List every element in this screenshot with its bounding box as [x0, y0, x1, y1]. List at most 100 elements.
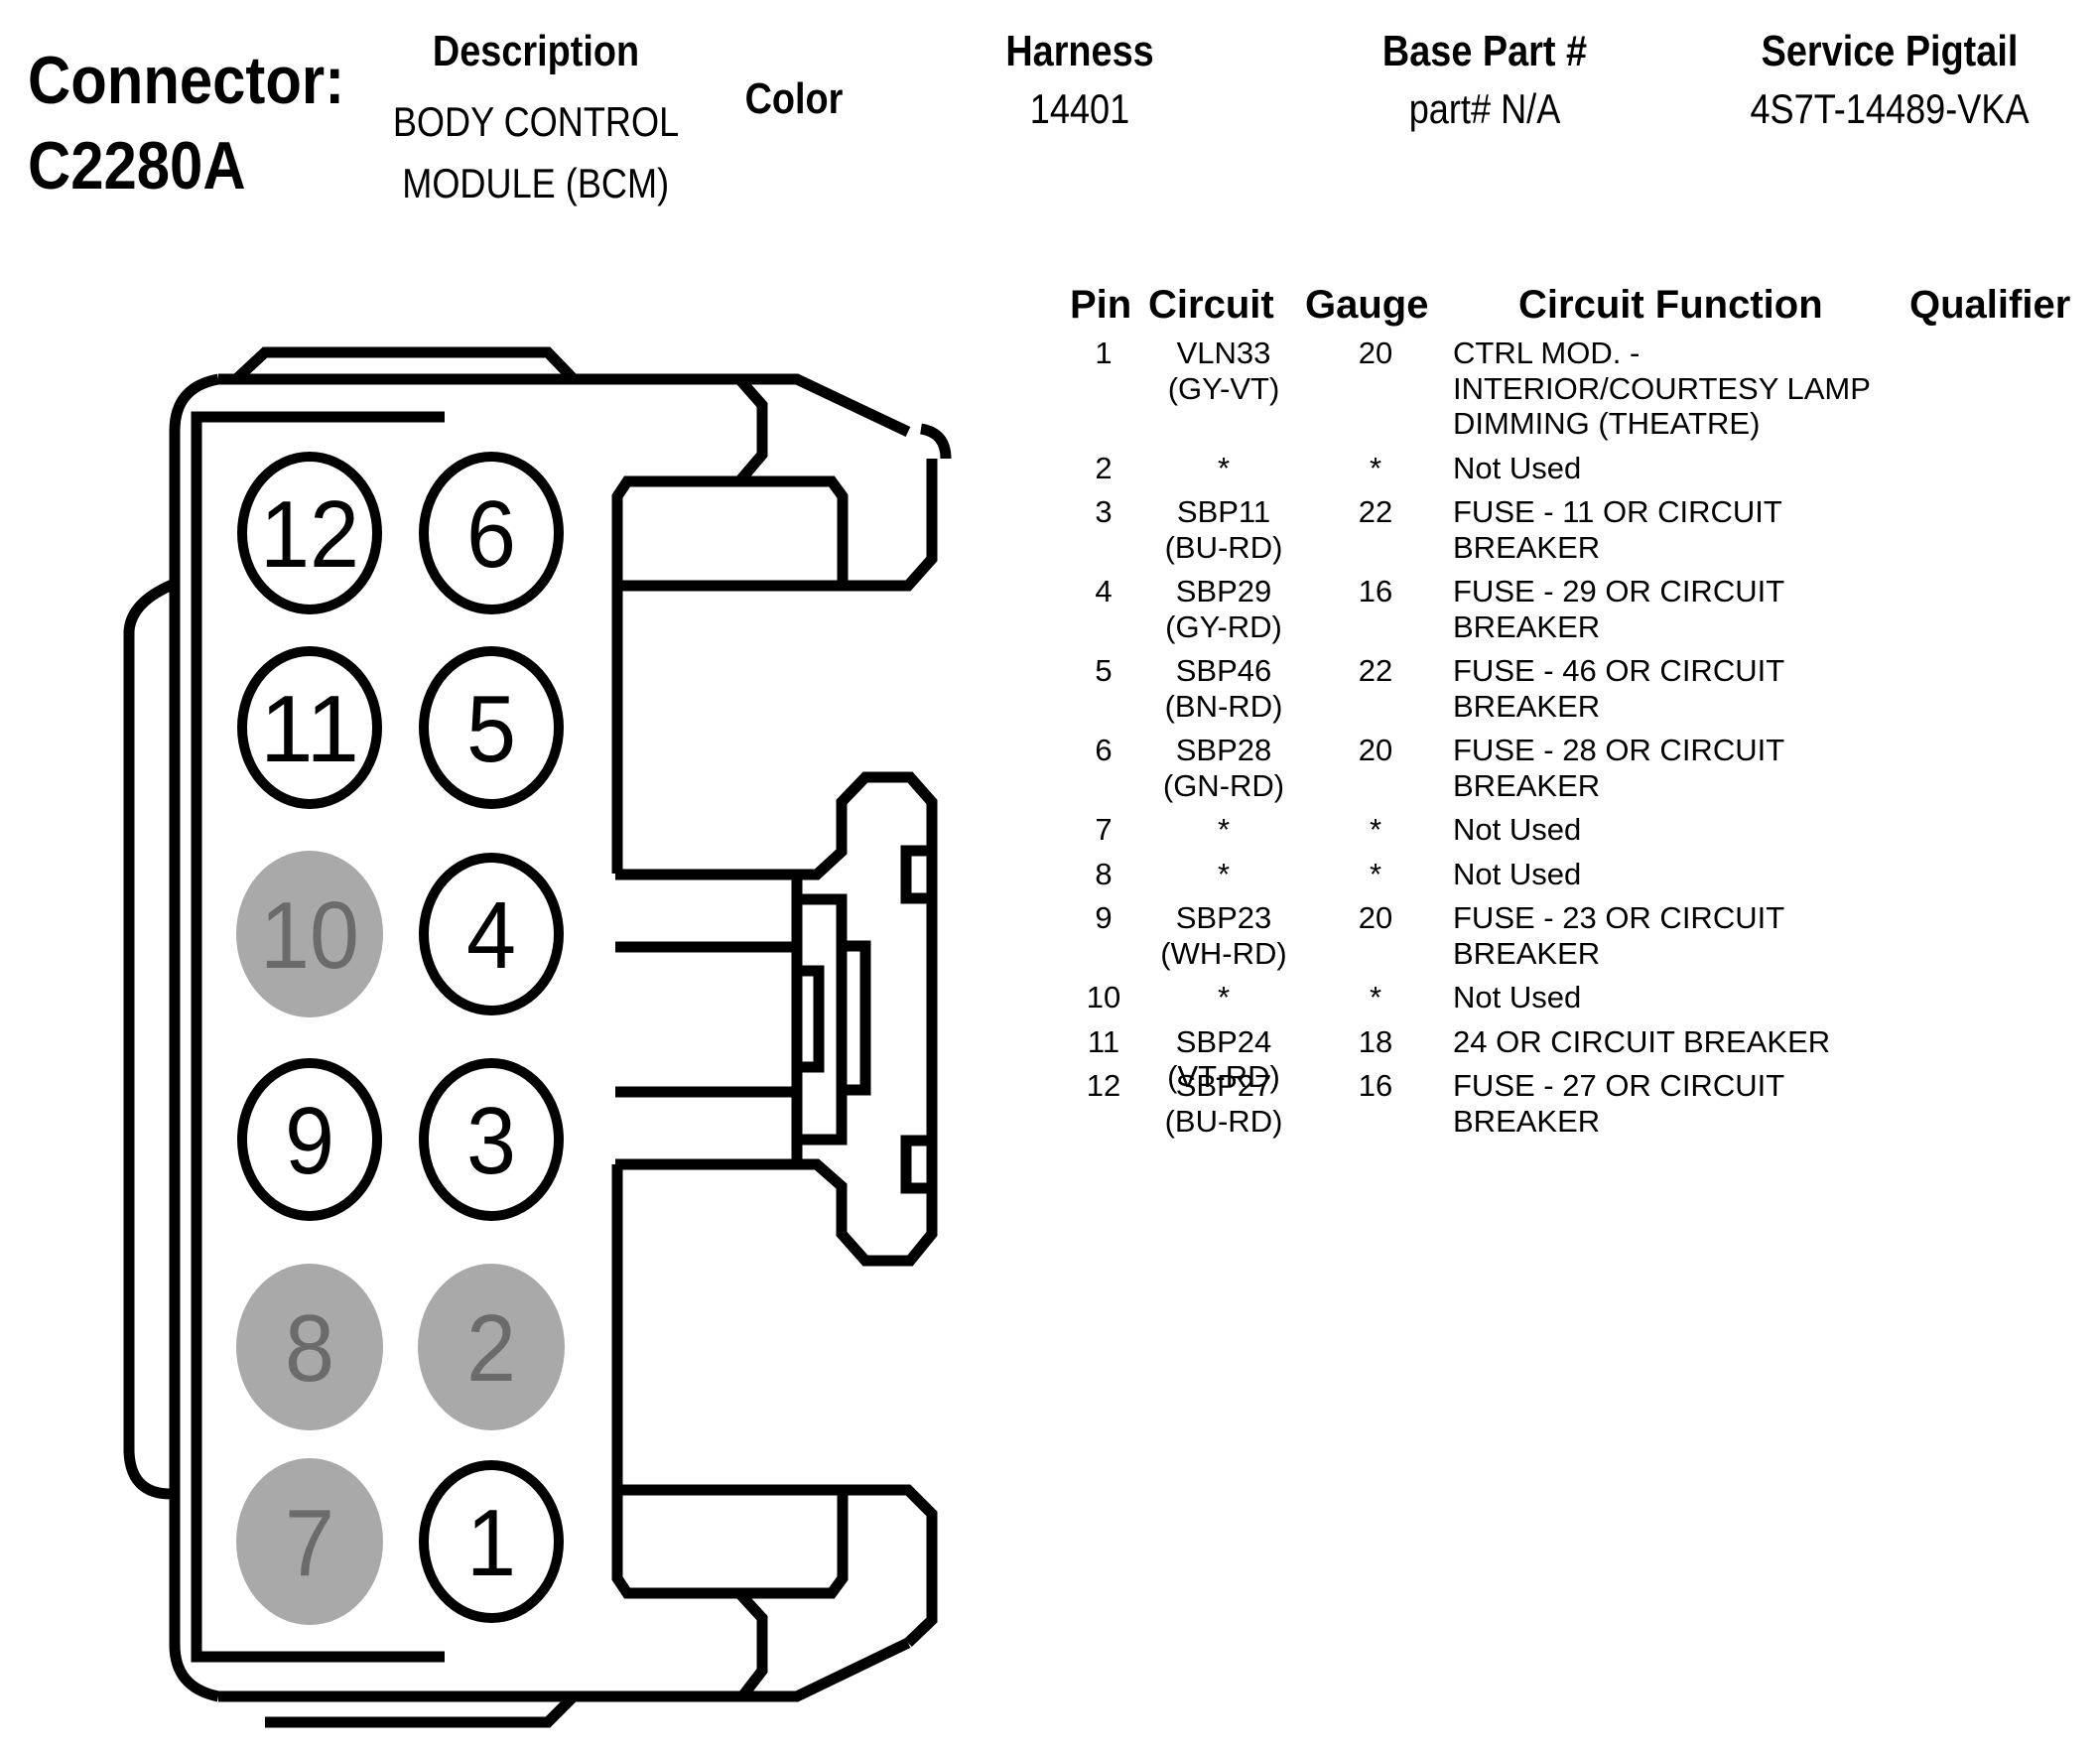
circuit-id-line: *	[1217, 980, 1231, 1014]
circuit-id: *	[1218, 980, 1230, 1015]
pin-cavity-7: 7	[236, 1458, 383, 1625]
bottom-slot-box	[611, 1164, 849, 1599]
top-latch-tip	[919, 423, 952, 460]
housing-outer-left	[169, 373, 220, 1702]
pin-number: 10	[1086, 980, 1121, 1014]
circuit-function-line: FUSE - 11 OR CIRCUIT	[1453, 494, 1782, 529]
circuit-function-line: BREAKER	[1453, 1103, 1601, 1139]
pin-circle	[419, 1058, 564, 1221]
circuit-id-line: *	[1217, 450, 1231, 485]
harness-label-text: Harness	[1005, 27, 1154, 75]
pin-cavity-10: 10	[236, 851, 383, 1017]
lock-rail-1	[615, 771, 938, 1267]
wire-gauge: 22	[1358, 494, 1393, 529]
circuit-id-line: SBP27	[1175, 1068, 1272, 1103]
circuit-function-line: Not Used	[1453, 980, 1582, 1014]
col-header-qualifier: Qualifier	[1909, 283, 2071, 327]
service-pigtail-label: Service Pigtail	[1741, 30, 2039, 73]
circuit-function-line: FUSE - 28 OR CIRCUIT	[1453, 733, 1785, 767]
circuit-id-line: (BU-RD)	[1164, 1103, 1283, 1139]
base-part-label-text: Base Part #	[1381, 27, 1588, 75]
circuit-id: SBP46(BN-RD)	[1165, 653, 1283, 724]
top-latch-nub	[232, 346, 578, 384]
pin-circle	[237, 646, 382, 809]
circuit-id: SBP11(BU-RD)	[1165, 494, 1283, 565]
circuit-id: SBP23(WH-RD)	[1160, 900, 1286, 971]
pin-cavity-9: 9	[237, 1058, 382, 1221]
circuit-function-line: FUSE - 29 OR CIRCUIT	[1453, 574, 1785, 608]
wire-gauge: *	[1369, 980, 1382, 1014]
connector-title: Connector: C2280A	[28, 38, 388, 208]
harness-value-text: 14401	[1029, 85, 1130, 132]
connector-id: C2280A	[28, 128, 246, 203]
pin-cavity-5: 5	[419, 646, 564, 809]
harness-label: Harness	[993, 30, 1166, 73]
left-side-rib	[123, 578, 178, 1500]
circuit-id-line: (GY-RD)	[1165, 608, 1282, 644]
pin-cavity-6: 6	[419, 452, 564, 614]
lock-tab-left	[797, 965, 825, 1073]
circuit-id-line: (GN-RD)	[1162, 767, 1285, 803]
pin-circle	[419, 646, 564, 809]
pin-number: 5	[1095, 653, 1113, 688]
pin-number: 11	[1087, 1023, 1120, 1059]
bottom-latch-hook	[734, 1589, 768, 1700]
pin-cavity-4: 4	[419, 853, 564, 1015]
circuit-function-line: FUSE - 23 OR CIRCUIT	[1453, 900, 1785, 935]
housing-outer-top	[218, 373, 911, 437]
pin-circle	[236, 1264, 383, 1430]
pin-label: 3	[466, 1088, 516, 1194]
connector-housing	[123, 346, 952, 1728]
circuit-function-line: FUSE - 46 OR CIRCUIT	[1453, 653, 1785, 688]
circuit-id: *	[1218, 812, 1230, 848]
pin-label: 1	[466, 1490, 516, 1596]
pin-number: 8	[1095, 856, 1113, 891]
col-header-gauge: Gauge	[1305, 283, 1429, 327]
pin-cavity-11: 11	[237, 646, 382, 809]
pin-cavity-2: 2	[418, 1264, 565, 1430]
service-pigtail-value-text: 4S7T-14489-VKA	[1750, 85, 2030, 132]
pin-number: 12	[1086, 1068, 1121, 1103]
lock-tab-right	[842, 940, 871, 1096]
pin-circle	[419, 452, 564, 614]
pin-cavity-3: 3	[419, 1058, 564, 1221]
circuit-function-line: DIMMING (THEATRE)	[1453, 406, 1761, 441]
circuit-id-line: SBP23	[1175, 900, 1272, 935]
circuit-id-line: SBP46	[1175, 653, 1272, 688]
pin-cavity-12: 12	[237, 452, 382, 614]
circuit-id-line: SBP11	[1176, 494, 1271, 529]
pin-label: 2	[466, 1295, 516, 1402]
pin-cavity-8: 8	[236, 1264, 383, 1430]
circuit-function-line: BREAKER	[1453, 767, 1601, 803]
table-row: 7**Not Used	[0, 812, 2100, 848]
lock-notch-top	[900, 845, 932, 904]
description-line-2: MODULE (BCM)	[402, 160, 670, 206]
circuit-id: VLN33(GY-VT)	[1168, 336, 1280, 406]
color-label-text: Color	[744, 74, 844, 123]
pin-label: 6	[466, 481, 516, 588]
circuit-function-line: BREAKER	[1453, 935, 1601, 971]
service-pigtail-value: 4S7T-14489-VKA	[1728, 88, 2052, 130]
circuit-function-line: BREAKER	[1453, 529, 1601, 565]
pin-number: 2	[1095, 450, 1113, 485]
circuit-function-line: BREAKER	[1453, 608, 1601, 644]
pin-label: 5	[466, 676, 516, 782]
col-header-circuit: Circuit	[1148, 283, 1274, 327]
pin-number: 6	[1095, 733, 1113, 767]
pin-circle	[237, 452, 382, 614]
pin-label: 11	[260, 676, 359, 782]
table-row: 8**Not Used	[0, 857, 2100, 892]
circuit-function-line: 24 OR CIRCUIT BREAKER	[1453, 1023, 1831, 1059]
wire-gauge: 20	[1358, 733, 1393, 767]
housing-inner-frame	[191, 411, 445, 1663]
lock-inner-box	[797, 893, 848, 1146]
description-label-text: Description	[432, 27, 640, 75]
